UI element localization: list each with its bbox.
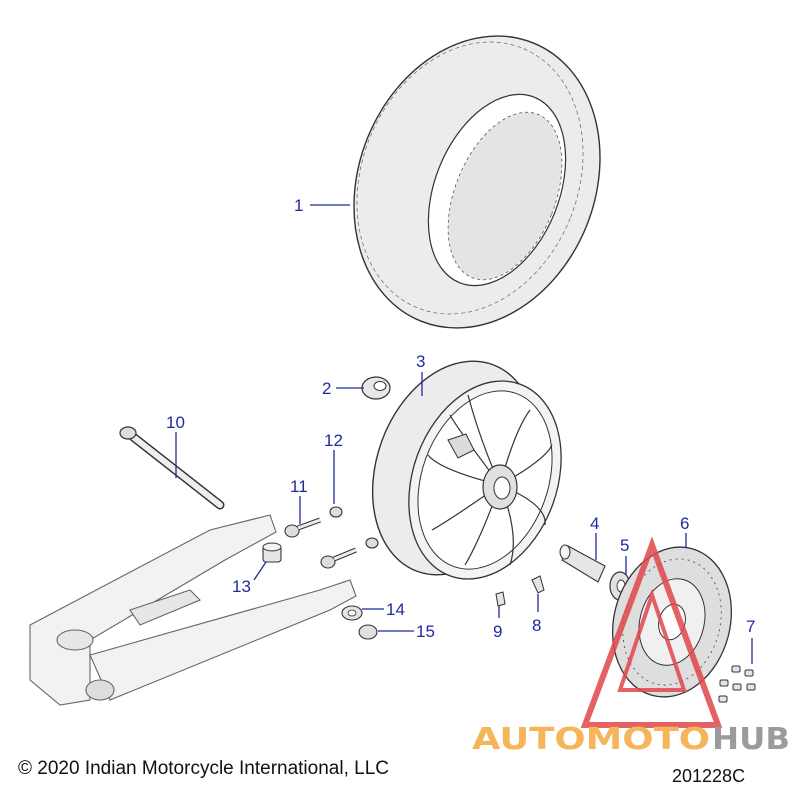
valve-cap-part: [495, 591, 506, 607]
bolt-part-secondary: [320, 547, 357, 569]
callout-12: 12: [324, 431, 343, 450]
callout-14: 14: [386, 600, 405, 619]
bushing-part: [262, 542, 282, 563]
callout-7: 7: [746, 617, 755, 636]
callout-6: 6: [680, 514, 689, 533]
callout-labels: 1 2 3 4 5 6 7 8 9 10 11 12 13 14 15: [166, 196, 755, 641]
callout-1: 1: [294, 196, 303, 215]
nut-part-12: [329, 506, 379, 549]
callout-5: 5: [620, 536, 629, 555]
callout-11: 11: [290, 477, 308, 496]
washer-part: [341, 605, 363, 621]
watermark-text-hub: HUB: [712, 722, 790, 757]
drawing-id: 201228C: [672, 766, 746, 786]
callout-9: 9: [493, 622, 502, 641]
watermark-logo: AUTOMOTO HUB: [472, 536, 790, 757]
spacer-tube-part: [559, 544, 606, 583]
callout-10: 10: [166, 413, 185, 432]
valve-part: [531, 575, 545, 594]
axle-part: [119, 426, 225, 510]
leader-lines: [175, 204, 753, 664]
callout-8: 8: [532, 616, 541, 635]
tire-part: [353, 35, 601, 329]
disc-bolts-part: [718, 665, 756, 703]
copyright-text: © 2020 Indian Motorcycle International, …: [18, 758, 389, 779]
swingarm-part: [29, 514, 357, 706]
callout-15: 15: [416, 622, 435, 641]
wheel-part: [371, 360, 562, 580]
callout-4: 4: [590, 514, 599, 533]
nut-part-15: [358, 624, 378, 640]
bearing-spacer-part: [361, 376, 391, 400]
watermark-text-automoto: AUTOMOTO: [472, 722, 710, 757]
callout-13: 13: [232, 577, 251, 596]
callout-3: 3: [416, 352, 425, 371]
bolt-part-11: [284, 517, 321, 538]
callout-2: 2: [322, 379, 331, 398]
